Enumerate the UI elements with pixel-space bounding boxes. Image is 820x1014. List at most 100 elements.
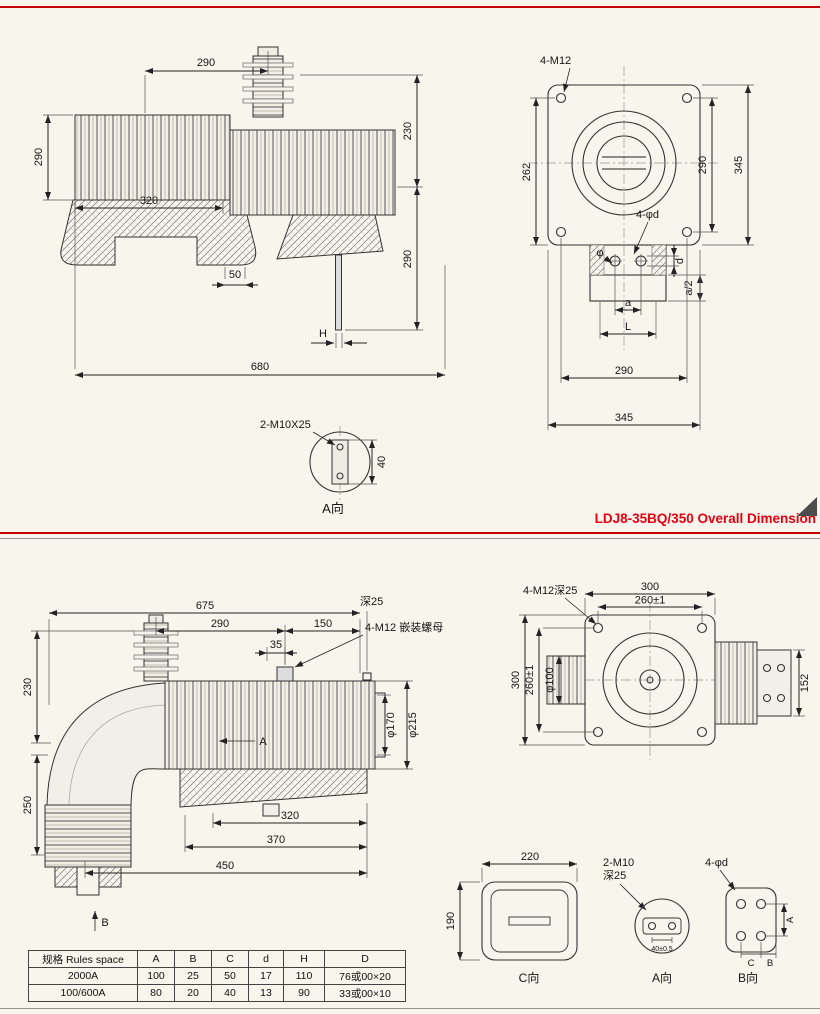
nut-label: 4-M12 嵌装螺母 xyxy=(365,621,443,634)
dim-320: 320 xyxy=(281,810,299,822)
dim-250: 250 xyxy=(22,796,34,814)
col-header-h: H xyxy=(283,950,325,968)
cell: 25 xyxy=(174,967,212,985)
view-b-arrow-label: B xyxy=(101,917,108,929)
small-views: 220 190 C向 2-M10 深25 40±0.5 A向 4-φd xyxy=(445,851,796,985)
dim-290-bottom: 290 xyxy=(615,365,633,377)
dims: 262 290 345 d a L a/2 290 xyxy=(521,84,754,430)
view-c: 220 190 C向 xyxy=(445,851,578,985)
dim-a: A xyxy=(785,916,796,923)
cone-skirt xyxy=(276,214,384,260)
bottom-side-view-drawing: 675 290 150 35 深25 4-M12 嵌装螺母 230 250 A xyxy=(22,595,443,931)
dims: 300 260±1 300 260±1 φ100 152 xyxy=(510,581,811,746)
col-header-spec: 规格 Rules space xyxy=(28,950,138,968)
dim-680: 680 xyxy=(251,361,269,373)
cell: 76或00×20 xyxy=(324,967,406,985)
dim-260-top: 260±1 xyxy=(635,595,666,607)
cell: 17 xyxy=(248,967,284,985)
table-header-row: 规格 Rules space A B C d H D xyxy=(28,950,406,968)
depth-label: 深25 xyxy=(360,595,383,608)
cell: 90 xyxy=(283,984,325,1002)
dim-phi215: φ215 xyxy=(407,712,419,738)
dim-40: 40 xyxy=(376,456,388,468)
hole-label: 4-φd xyxy=(636,209,659,221)
right-bellows xyxy=(229,129,396,216)
dim-a: a xyxy=(625,297,632,309)
col-header-b: B xyxy=(174,950,212,968)
dim-260-left: 260±1 xyxy=(524,665,536,696)
top-rule xyxy=(0,6,820,8)
dim-50: 50 xyxy=(229,269,241,281)
dim-phi100: φ100 xyxy=(544,667,556,693)
right-bellows xyxy=(714,641,758,725)
mid-rule-red xyxy=(0,532,820,534)
dim-290-top: 290 xyxy=(197,57,215,69)
end-cap xyxy=(374,692,386,758)
dim-290-right: 290 xyxy=(402,250,414,268)
dim-450: 450 xyxy=(216,860,234,872)
side-view-drawing: 290 290 320 50 680 230 290 H xyxy=(33,46,446,378)
main-bellows xyxy=(164,680,376,770)
dim-35: 35 xyxy=(270,639,282,651)
table-row: 2000A 100 25 50 17 110 76或00×20 xyxy=(28,967,406,985)
dim-l: L xyxy=(625,321,631,333)
detail-a-view: 2-M10X25 40 A向 xyxy=(260,419,388,516)
dim-152: 152 xyxy=(799,674,811,692)
cell: 33或00×10 xyxy=(324,984,406,1002)
cell: 2000A xyxy=(28,967,138,985)
terminal-pin xyxy=(335,254,342,331)
dim-150: 150 xyxy=(314,618,332,630)
bottom-rule xyxy=(0,1008,820,1009)
dim-345-rv: 345 xyxy=(733,156,745,174)
view-b-label: B向 xyxy=(738,970,758,985)
dim-320: 320 xyxy=(140,195,158,207)
terminal-block xyxy=(589,244,667,302)
dim-230-right: 230 xyxy=(402,122,414,140)
bottom-front-view-drawing: 4-M12深25 300 260±1 300 260±1 φ100 152 xyxy=(510,581,811,760)
view-b: 4-φd C B A B向 xyxy=(705,857,796,985)
tab xyxy=(262,803,280,817)
spec-table: 规格 Rules space A B C d H D 2000A 100 25 … xyxy=(28,950,406,1002)
dim-d: d xyxy=(674,258,686,264)
mid-rule-gray xyxy=(0,538,820,539)
dim-220: 220 xyxy=(521,851,539,863)
cell: 80 xyxy=(137,984,175,1002)
view-a-label: A向 xyxy=(652,970,672,985)
view-a-label: A向 xyxy=(322,501,344,516)
hole-label: 4-φd xyxy=(705,857,728,869)
dim-230: 230 xyxy=(22,678,34,696)
foot-bellows xyxy=(44,804,132,868)
dim-262: 262 xyxy=(521,163,533,181)
view-a: 2-M10 深25 40±0.5 A向 xyxy=(603,857,690,985)
cell: 20 xyxy=(174,984,212,1002)
depth-hole xyxy=(362,672,372,681)
right-terminal-block xyxy=(756,649,792,717)
view-c-label: C向 xyxy=(519,970,540,985)
dim-300-left: 300 xyxy=(510,671,522,689)
bolt-label: 4-M12 xyxy=(540,55,571,67)
cell: 110 xyxy=(283,967,325,985)
dim-290: 290 xyxy=(211,618,229,630)
depth-label: 深25 xyxy=(603,869,626,882)
foot-slot xyxy=(76,866,100,896)
col-header-d: d xyxy=(248,950,284,968)
cell: 50 xyxy=(211,967,249,985)
insert-nut xyxy=(276,666,294,682)
bolt-label: 4-M12深25 xyxy=(523,584,577,597)
col-header-dd: D xyxy=(324,950,406,968)
dim-phi170: φ170 xyxy=(385,712,397,738)
cell: 40 xyxy=(211,984,249,1002)
front-view-drawing: 4-M12 4-φd φ 262 290 345 d a L xyxy=(521,55,754,430)
dim-phi: φ xyxy=(596,247,603,259)
dim-b: B xyxy=(767,958,773,969)
col-header-c: C xyxy=(211,950,249,968)
col-header-a: A xyxy=(137,950,175,968)
left-bellows xyxy=(74,114,231,201)
thread-label: 2-M10X25 xyxy=(260,419,311,431)
dim-40-tol: 40±0.5 xyxy=(651,946,672,953)
view-a-arrow-label: A xyxy=(259,736,267,748)
elbow-body xyxy=(46,682,166,806)
corner-arrow-icon xyxy=(797,497,817,516)
dims: 290 290 320 50 680 230 290 H xyxy=(33,51,446,378)
